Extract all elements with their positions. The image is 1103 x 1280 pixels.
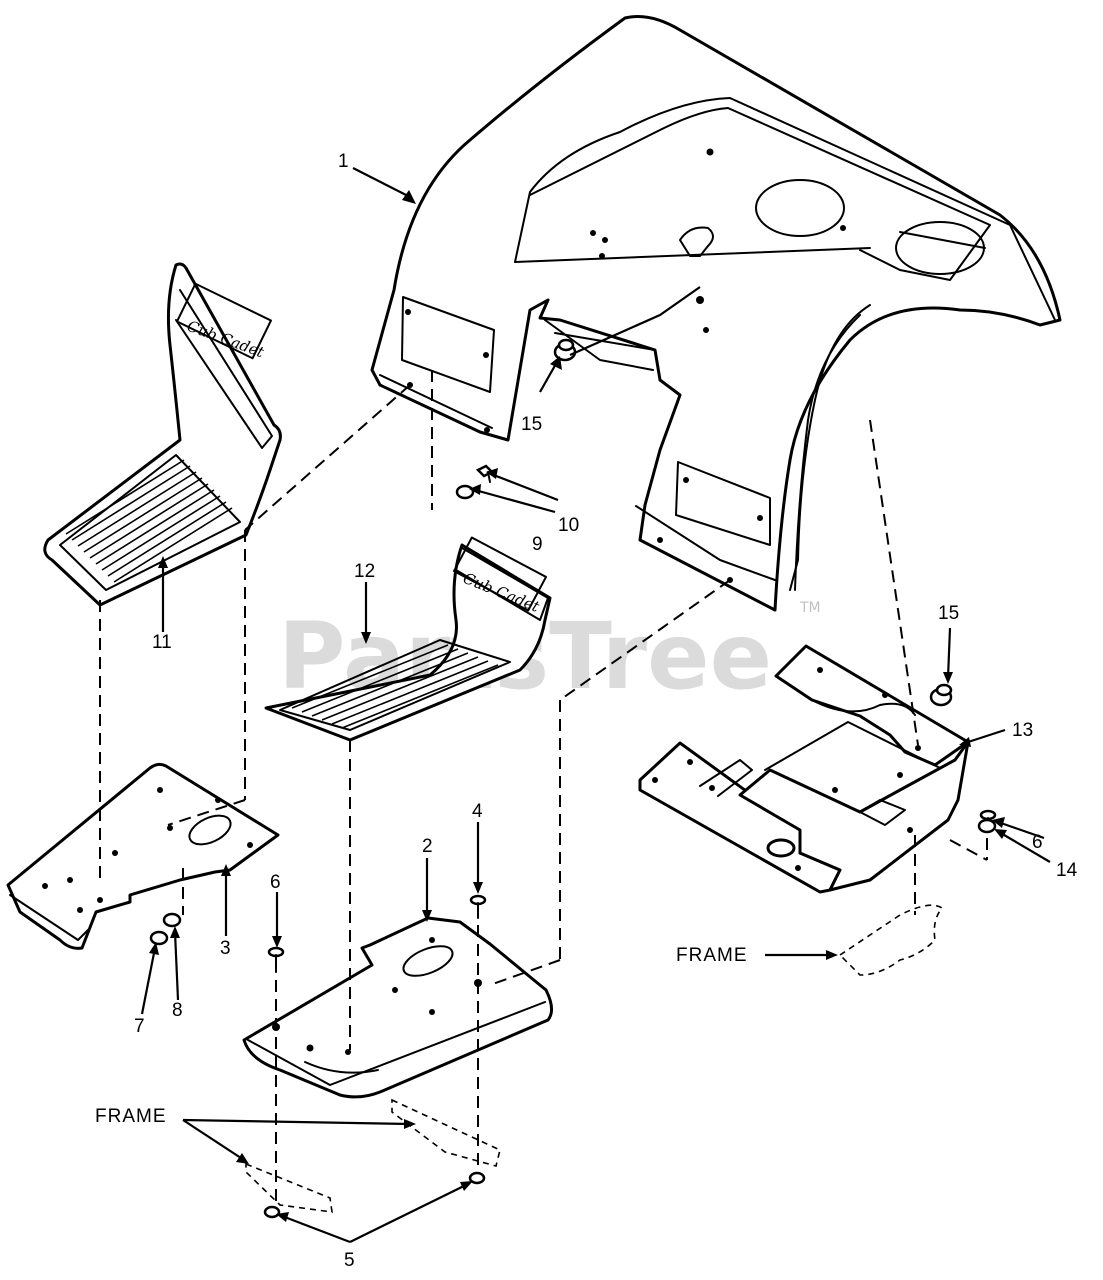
- frame-outline-left-pair: [245, 1098, 501, 1213]
- callout-12: 12: [354, 561, 375, 582]
- part-2-right-plate[interactable]: [242, 916, 553, 1099]
- part-13-bracket[interactable]: [638, 644, 970, 894]
- callout-3: 3: [220, 938, 231, 959]
- callout-15-right: 15: [938, 603, 959, 624]
- part-3-left-plate[interactable]: [6, 762, 280, 950]
- callout-7: 7: [134, 1016, 145, 1037]
- callouts: 1 2 3 4 5 6 6 7 8 9 10 11 12 13 14 15 15…: [95, 151, 1078, 1271]
- part-14-washer[interactable]: [977, 818, 997, 834]
- callout-1: 1: [338, 151, 349, 172]
- part-6-bolt-a[interactable]: [267, 946, 285, 973]
- watermark-tm: TM: [799, 600, 821, 616]
- part-9-washer[interactable]: [455, 484, 475, 500]
- part-15-plug-b[interactable]: [929, 683, 953, 707]
- part-8-washer[interactable]: [162, 912, 182, 928]
- callout-2: 2: [422, 836, 433, 857]
- callout-4: 4: [472, 801, 483, 822]
- part-4-bolt[interactable]: [469, 894, 487, 919]
- callout-6-left: 6: [270, 872, 281, 893]
- frame-outline-right: [838, 904, 944, 976]
- callout-6-right: 6: [1032, 832, 1043, 853]
- part-1-fender[interactable]: [370, 15, 1062, 612]
- assembly-lines: [99, 370, 988, 1205]
- callout-8: 8: [172, 1000, 183, 1021]
- callout-11: 11: [152, 632, 172, 653]
- callout-13: 13: [1012, 720, 1033, 741]
- callout-9: 9: [532, 534, 543, 555]
- part-5-nut-b[interactable]: [468, 1171, 486, 1185]
- leader-lines: [140, 167, 1051, 1244]
- frame-label-right: FRAME: [676, 945, 748, 966]
- callout-14: 14: [1056, 860, 1078, 881]
- callout-15-top: 15: [521, 414, 542, 435]
- part-15-plug-a[interactable]: [553, 338, 577, 362]
- part-7-nut[interactable]: [149, 930, 169, 946]
- part-5-nut-a[interactable]: [263, 1205, 281, 1219]
- frame-label-left: FRAME: [95, 1106, 167, 1127]
- callout-5: 5: [344, 1250, 355, 1271]
- callout-10: 10: [558, 515, 579, 536]
